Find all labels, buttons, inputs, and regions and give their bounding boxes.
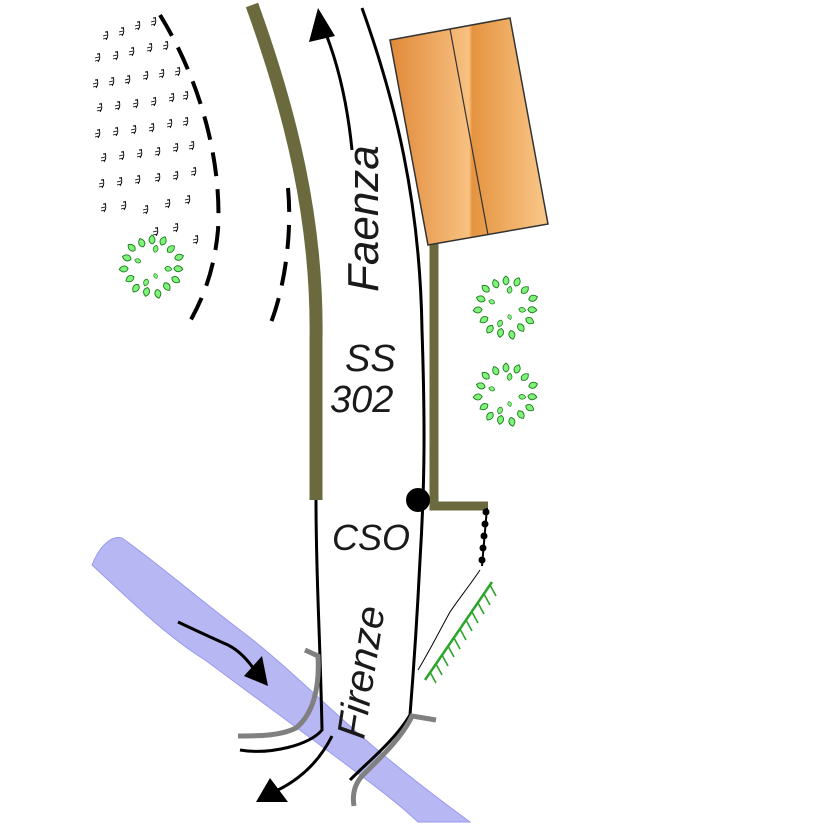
river-flow-arrow	[177, 620, 258, 673]
river-flow-arrowhead	[244, 656, 268, 686]
retaining-wall-west	[245, 2, 323, 500]
bridge-icon	[350, 713, 437, 807]
tree-icon	[473, 276, 538, 340]
retaining-wall-east	[429, 244, 488, 511]
direction-arrowhead-south	[256, 778, 288, 802]
tree-icon	[119, 235, 184, 299]
point-marker-icon	[406, 488, 430, 512]
bridge-icon	[237, 647, 321, 739]
label-road-line1: SS	[345, 338, 396, 380]
label-point: CSO	[332, 517, 410, 558]
tree-icon	[473, 363, 538, 427]
road-edge-west	[239, 499, 324, 753]
direction-arrow-south	[277, 735, 334, 792]
hedge-icon	[417, 569, 497, 684]
label-destination-south: Firenze	[329, 603, 393, 742]
scrub-vegetation-icon	[92, 16, 199, 245]
label-road-line2: 302	[330, 379, 393, 421]
direction-arrow-north	[324, 33, 354, 151]
dashed-boundary-outer	[158, 13, 221, 332]
fence-chain	[478, 507, 490, 567]
building-icon	[389, 17, 549, 246]
dashed-boundary-inner	[268, 187, 292, 326]
label-destination-north: Faenza	[339, 145, 388, 292]
river-icon	[91, 536, 472, 823]
direction-arrowhead-north	[309, 8, 335, 42]
